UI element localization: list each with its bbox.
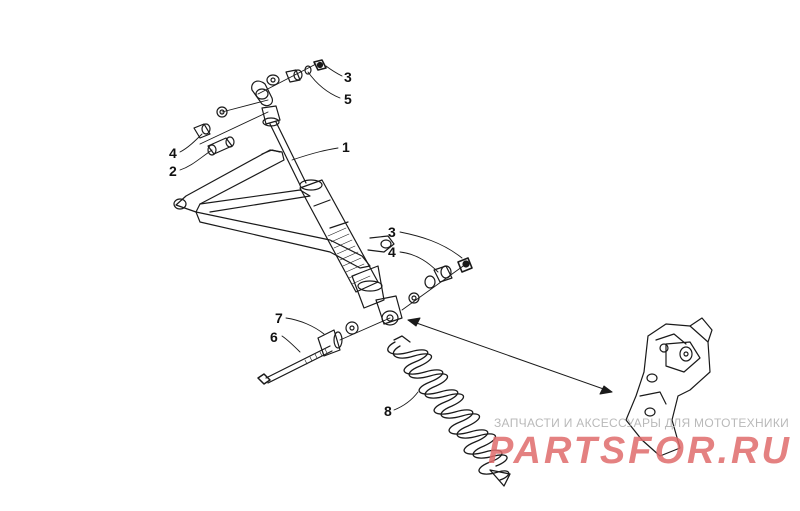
watermark-tagline: ЗАПЧАСТИ И АКСЕССУАРЫ ДЛЯ МОТОТЕХНИКИ xyxy=(494,416,790,430)
shock-absorber-icon xyxy=(251,80,403,326)
watermark-logo: PARTSFOR.RU xyxy=(488,430,792,472)
callout-7: 7 xyxy=(275,310,283,326)
bolt-icon xyxy=(257,321,359,385)
callout-5: 5 xyxy=(344,91,352,107)
top-hardware-icon xyxy=(266,59,327,86)
direction-arrow-icon xyxy=(407,317,613,395)
callout-3-top: 3 xyxy=(344,69,352,85)
callout-2: 2 xyxy=(169,163,177,179)
left-bushings-icon xyxy=(193,106,235,156)
lower-right-hardware-icon xyxy=(408,257,473,304)
frame-bracket-icon xyxy=(625,317,713,457)
callout-3-mid: 3 xyxy=(388,224,396,240)
callout-8: 8 xyxy=(384,403,392,419)
callout-4-mid: 4 xyxy=(388,244,396,260)
callout-6: 6 xyxy=(270,329,278,345)
coil-spring-icon xyxy=(387,335,511,487)
a-arm-icon xyxy=(173,149,395,269)
callout-4-left: 4 xyxy=(169,145,177,161)
callout-1: 1 xyxy=(342,139,350,155)
